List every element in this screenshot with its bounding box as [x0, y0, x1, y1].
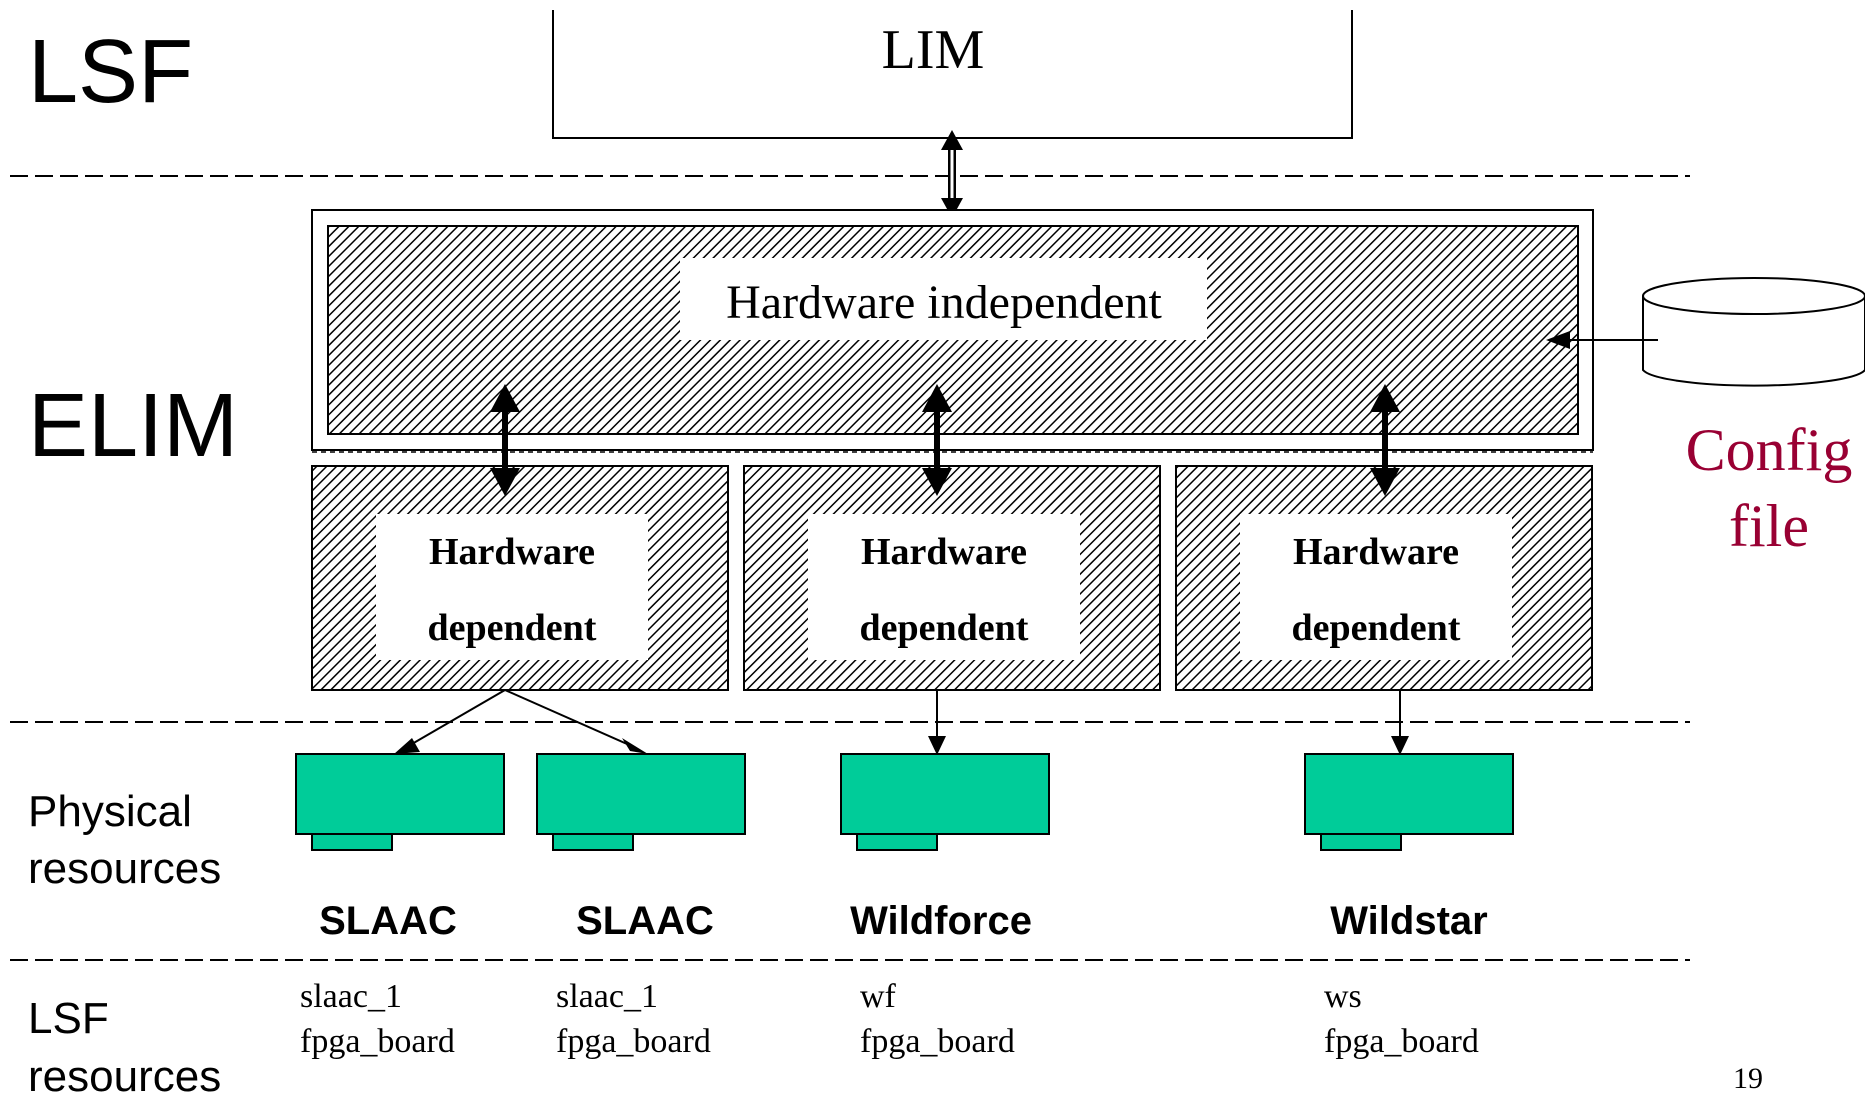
- dependent-label-2-line2: dependent: [860, 607, 1029, 649]
- board-resource-2-a: slaac_1: [556, 978, 658, 1015]
- board-resource-3-a: wf: [860, 978, 897, 1015]
- layer-label-lsf-resources: LSF: [28, 994, 109, 1043]
- dependent-label-1-line2: dependent: [428, 607, 597, 649]
- board-slaac-1: [295, 753, 505, 851]
- layer-label-elim: ELIM: [28, 376, 238, 476]
- layer-label-physical: Physical: [28, 787, 192, 836]
- layer-label-lsf: LSF: [28, 22, 193, 122]
- board-name-1: SLAAC: [319, 899, 457, 943]
- independent-dependent-arrows: [490, 384, 1400, 496]
- board-resource-1-a: slaac_1: [300, 978, 402, 1015]
- independent-label: Hardware independent: [726, 276, 1162, 329]
- dependent-label-2-line1: Hardware: [861, 531, 1027, 573]
- board-resource-4-a: ws: [1324, 978, 1362, 1015]
- board-name-3: Wildforce: [850, 899, 1032, 943]
- dependent-label-3-line2: dependent: [1292, 607, 1461, 649]
- independent-label-bg: [680, 258, 1207, 340]
- config-file-icon: [1642, 277, 1865, 387]
- dependent-board-arrows: [394, 689, 1409, 755]
- lim-label: LIM: [882, 19, 985, 81]
- board-resource-1-b: fpga_board: [300, 1023, 455, 1060]
- page-number: 19: [1733, 1062, 1763, 1095]
- dependent-label-1-line1: Hardware: [429, 531, 595, 573]
- board-name-2: SLAAC: [576, 899, 714, 943]
- config-label-line1: Config: [1686, 417, 1853, 483]
- board-wildstar: [1304, 753, 1514, 851]
- board-resource-4-b: fpga_board: [1324, 1023, 1479, 1060]
- board-name-4: Wildstar: [1330, 899, 1487, 943]
- board-resource-2-b: fpga_board: [556, 1023, 711, 1060]
- board-slaac-2: [536, 753, 746, 851]
- lim-elim-arrow: [941, 130, 963, 218]
- config-label-line2: file: [1729, 493, 1809, 559]
- dependent-label-3-line1: Hardware: [1293, 531, 1459, 573]
- board-wildforce: [840, 753, 1050, 851]
- board-resource-3-b: fpga_board: [860, 1023, 1015, 1060]
- layer-label-lsf-resources-2: resources: [28, 1052, 221, 1096]
- layer-label-physical-2: resources: [28, 844, 221, 893]
